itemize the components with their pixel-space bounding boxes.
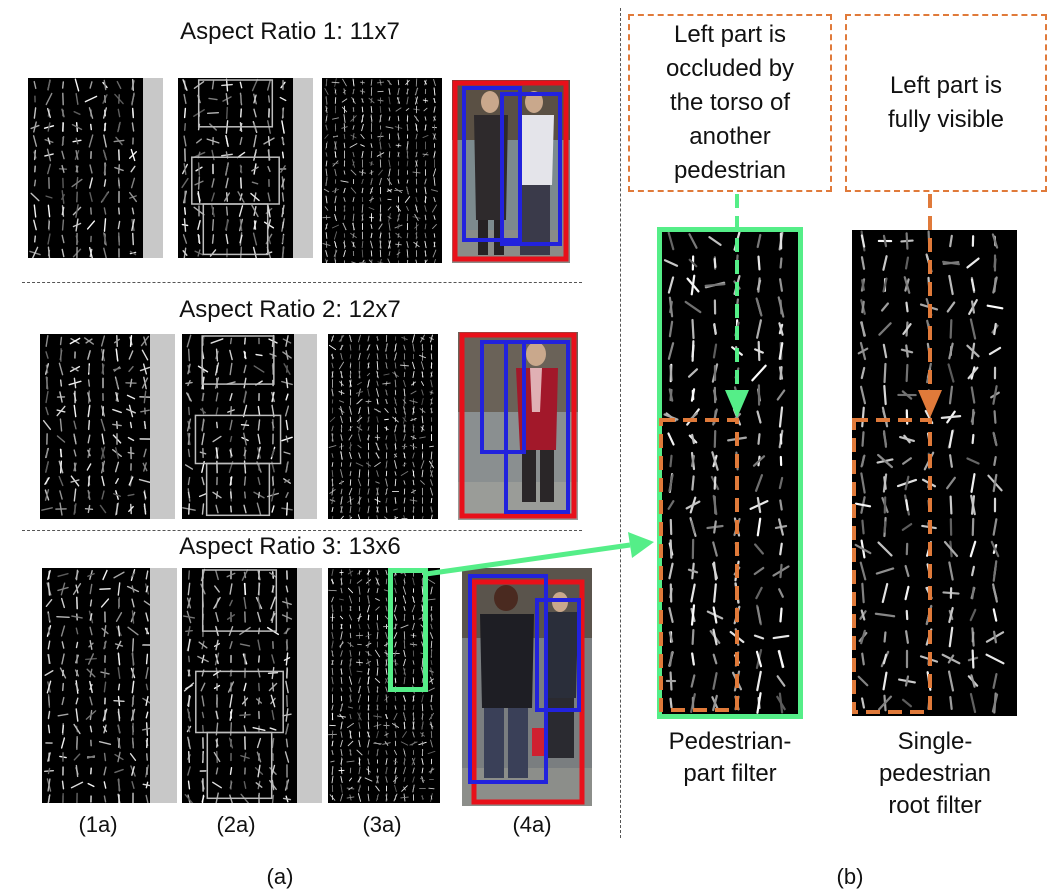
caption-root-filter: Single- pedestrian root filter [878, 728, 992, 819]
part-filters-2a-row3 [182, 568, 297, 803]
pedestrian-part-highlight-box [388, 568, 428, 692]
fine-filter-3a-row3 [328, 568, 440, 803]
root-filter-1a-row1 [28, 78, 143, 258]
figure-label-b: (b) [836, 864, 864, 889]
note-occluded: Left part is occluded by the torso of an… [628, 14, 832, 192]
pedestrian-part-filter [660, 230, 800, 716]
row-title-1: Aspect Ratio 1: 11x7 [180, 18, 400, 45]
detection-photo-4a-row2 [458, 332, 578, 520]
column-label-3a: (3a) [362, 812, 402, 837]
column-label-2a: (2a) [216, 812, 256, 837]
fine-filter-3a-row2 [328, 334, 438, 519]
row-title-3: Aspect Ratio 3: 13x6 [179, 533, 401, 560]
root-filter-1a-row2 [40, 334, 150, 519]
panel-b-overlays [659, 194, 942, 714]
detection-photo-4a-row1 [452, 80, 570, 263]
column-label-1a: (1a) [78, 812, 118, 837]
part-filters-2a-row2 [182, 334, 294, 519]
pedestrian-part-filter-border [657, 227, 803, 719]
row-title-2: Aspect Ratio 2: 12x7 [179, 296, 401, 323]
panel-separator [620, 8, 621, 838]
detection-photo-4a-row3 [462, 568, 592, 806]
green-connector-arrow [425, 532, 654, 577]
single-pedestrian-root-filter [852, 230, 1017, 716]
figure-label-a: (a) [266, 864, 294, 889]
fine-filter-3a-row1 [322, 78, 442, 263]
column-label-4a: (4a) [512, 812, 552, 837]
note-visible: Left part is fully visible [845, 14, 1047, 192]
root-filter-1a-row3 [42, 568, 150, 803]
row-separator [22, 530, 582, 531]
caption-pedestrian-part-filter: Pedestrian- part filter [668, 728, 792, 787]
row-separator [22, 282, 582, 283]
part-filters-2a-row1 [178, 78, 293, 258]
